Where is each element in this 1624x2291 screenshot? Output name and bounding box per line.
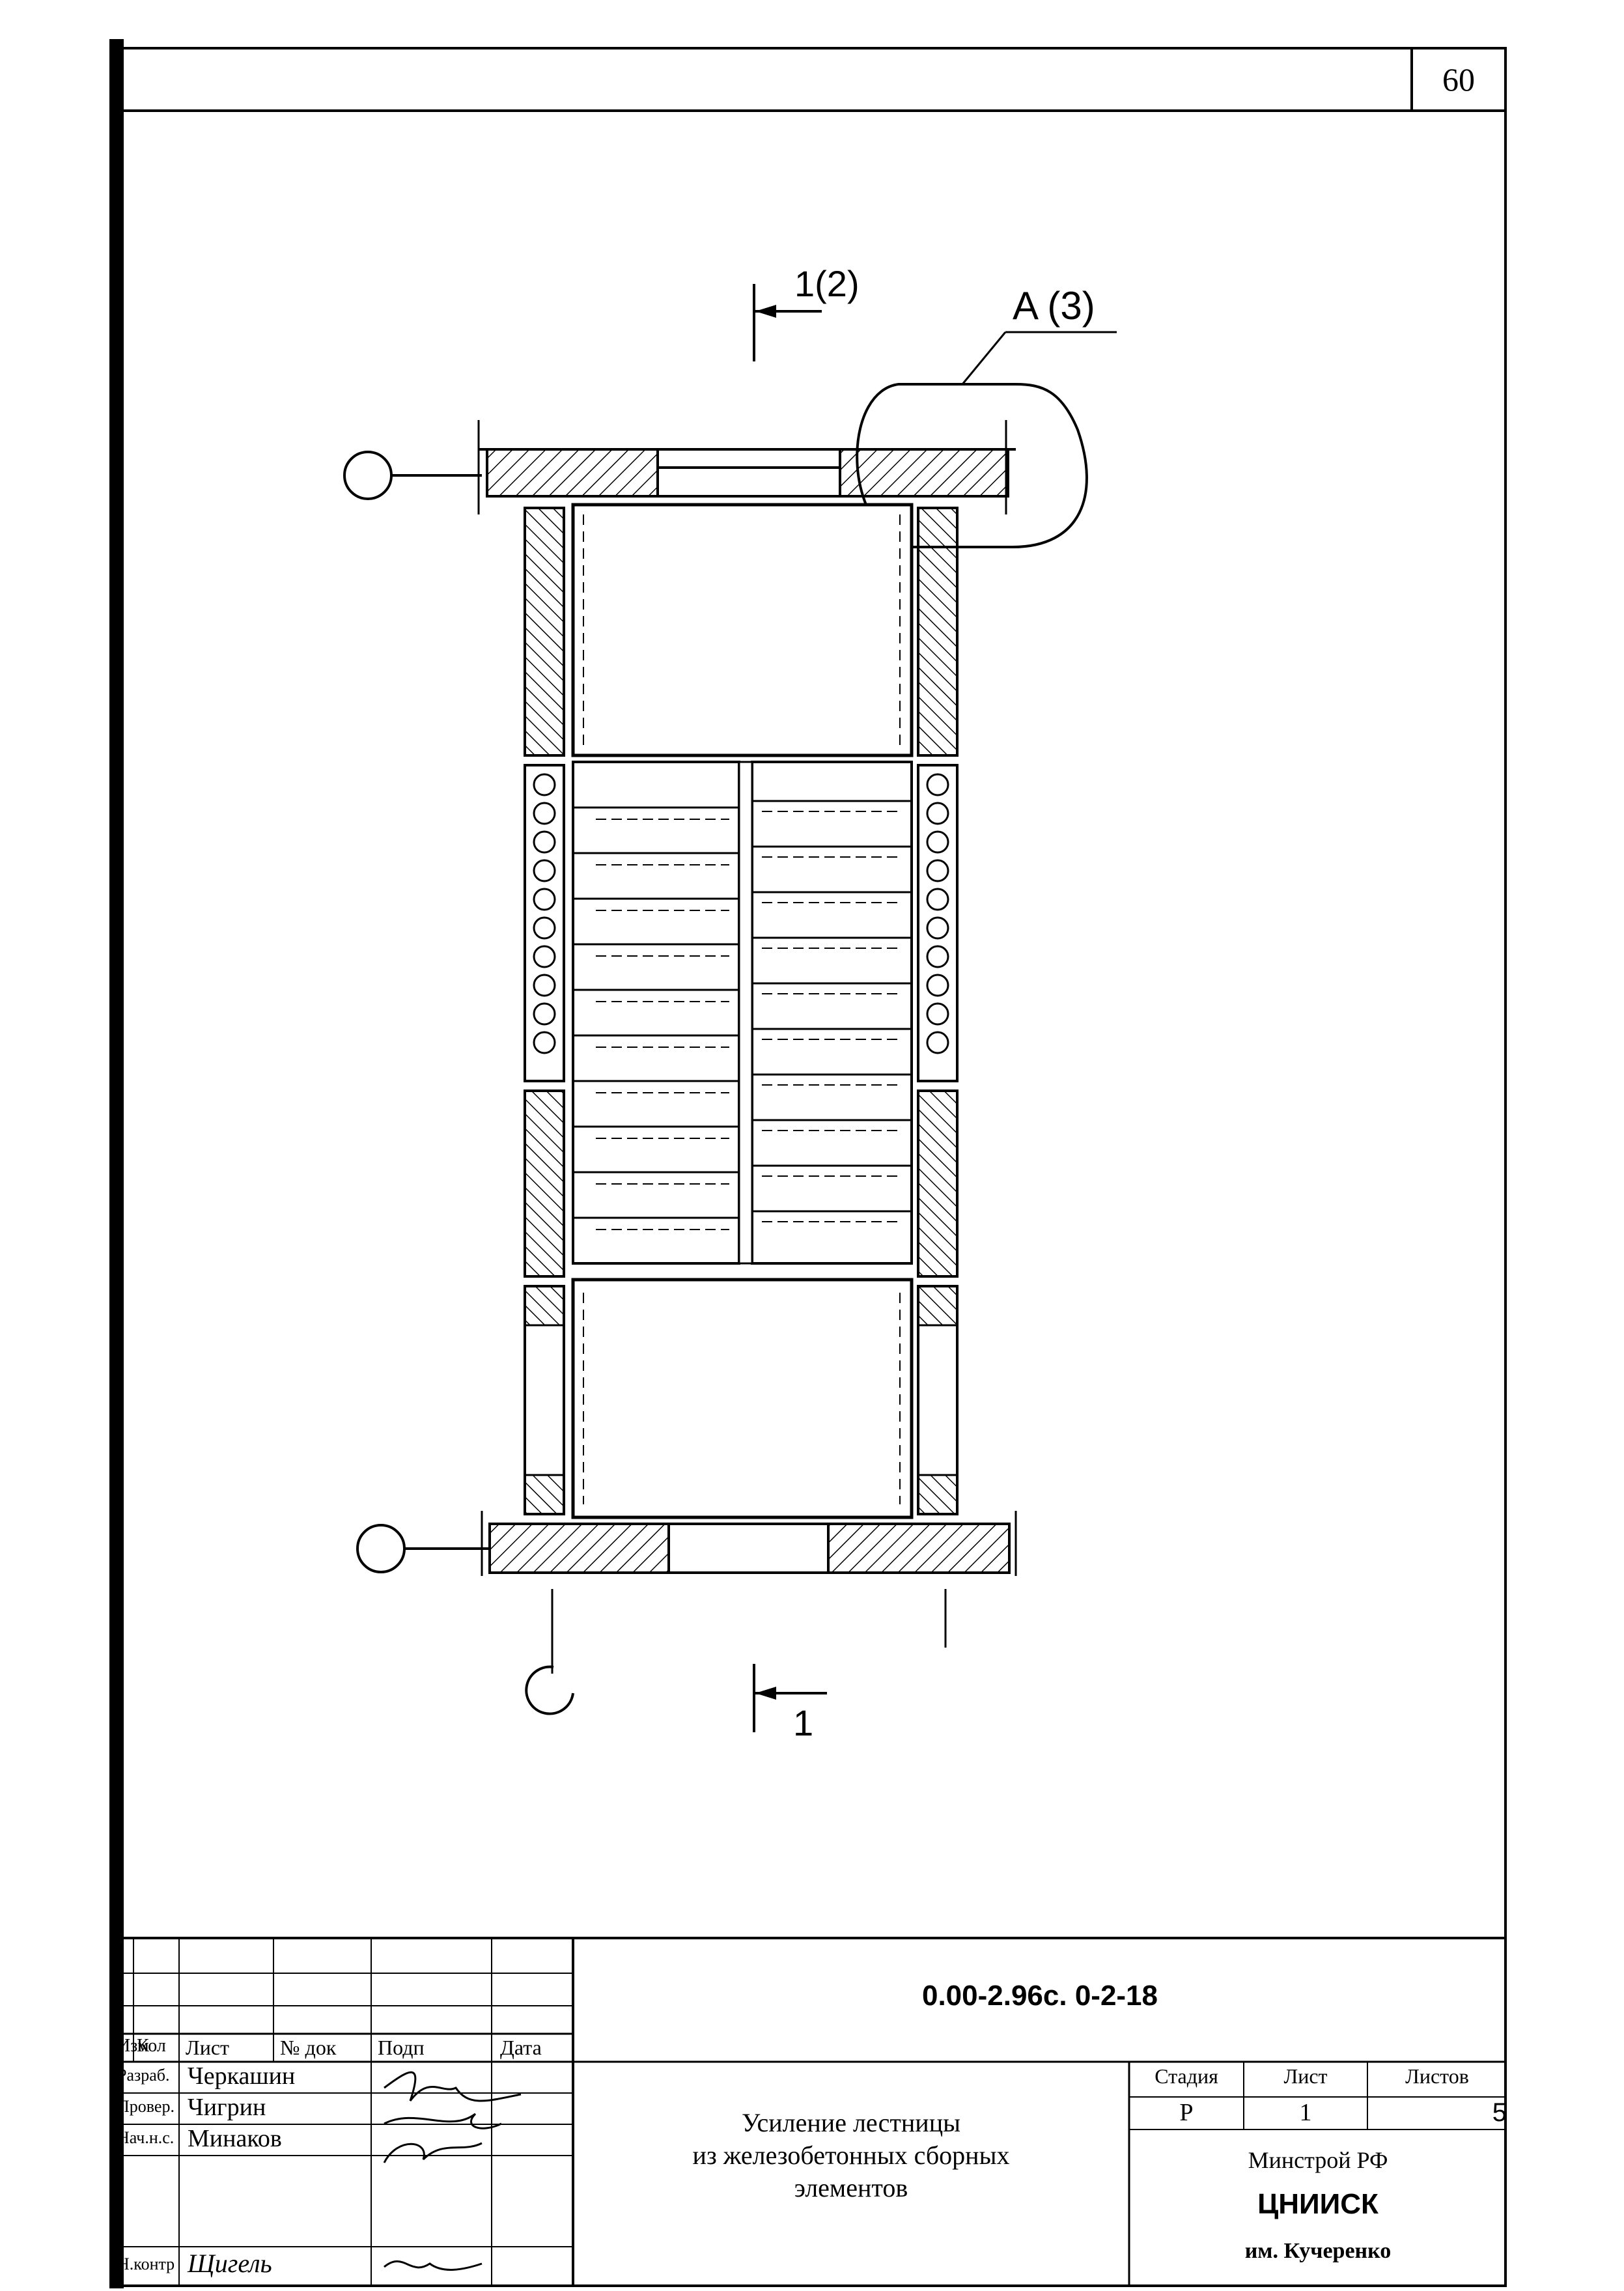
name-head: Минаков [188,2125,282,2152]
name-norm-control: Щигель [188,2249,272,2278]
slab-void [533,888,556,911]
slab-void [533,1002,556,1026]
role-norm-control: Н.контр [117,2255,175,2273]
sheet-label: Лист [1283,2064,1328,2088]
sheet-frame [115,47,1507,2287]
col-header-sign: Подп [378,2036,425,2059]
bottom-wall [481,1511,1017,1674]
title-line-3: элементов [794,2173,908,2202]
sheets-label: Листов [1405,2064,1469,2088]
stage-label: Стадия [1155,2064,1218,2088]
stair-flight-left [572,761,740,1265]
org-line-2: ЦНИИСК [1257,2188,1379,2220]
col-header-izm: Изм [117,2036,149,2056]
title-line-2: из железобетонных сборных [692,2141,1010,2170]
sheets-value: 5 [1492,2098,1507,2127]
section-mark-bottom [753,1664,827,1732]
name-developer: Черкашин [188,2062,296,2090]
upper-landing [571,503,914,757]
slab-void [926,945,949,968]
section-mark-top-label: 1(2) [794,263,860,304]
axis-marker-bottom [356,1524,490,1573]
page-number-box-divider [1410,47,1413,112]
top-strip-line [115,109,1507,112]
title-block-frame [115,1937,1507,2287]
page-number: 60 [1442,61,1475,98]
col-header-date: Дата [500,2036,542,2059]
role-developer: Разраб. [117,2066,170,2085]
section-mark-top [753,284,822,361]
slab-void [926,830,949,854]
slab-void [926,802,949,825]
axis-marker-bottom-vertical [525,1665,574,1715]
slab-void [533,830,556,854]
slab-void [926,888,949,911]
org-line-1: Минстрой РФ [1248,2147,1388,2173]
slab-void [926,974,949,997]
slab-void [926,773,949,796]
slab-void [533,1031,556,1054]
slab-void [533,802,556,825]
slab-void [533,916,556,940]
document-code: 0.00-2.96с. 0-2-18 [921,1980,1158,2012]
stage-value: Р [1179,2099,1194,2126]
signatures [383,2071,522,2271]
slab-void [533,974,556,997]
slab-void [926,859,949,882]
slab-void [926,1002,949,1026]
slab-void [926,1031,949,1054]
col-header-list: Лист [186,2036,230,2059]
role-checker: Провер. [117,2097,175,2116]
detail-callout-label: A (3) [1013,284,1095,328]
top-wall [477,420,1016,514]
hollow-core-slab-voids [533,773,949,1054]
axis-marker-top [343,451,482,500]
sheet-value: 1 [1299,2099,1312,2126]
stair-flight-right [751,761,913,1265]
flight-gap [738,761,753,1265]
name-checker: Чигрин [188,2094,266,2121]
col-header-kol: Кол [137,2036,166,2056]
title-line-1: Усиление лестницы [742,2108,960,2137]
lower-landing [571,1278,914,1519]
slab-void [533,773,556,796]
section-mark-bottom-label: 1 [793,1702,813,1743]
role-head: Нач.н.с. [117,2128,175,2147]
org-line-3: им. Кучеренко [1244,2239,1392,2263]
detail-callout-a [856,331,1117,548]
slab-void [926,916,949,940]
slab-void [533,859,556,882]
slab-void [533,945,556,968]
col-header-doc: № док [280,2036,337,2059]
